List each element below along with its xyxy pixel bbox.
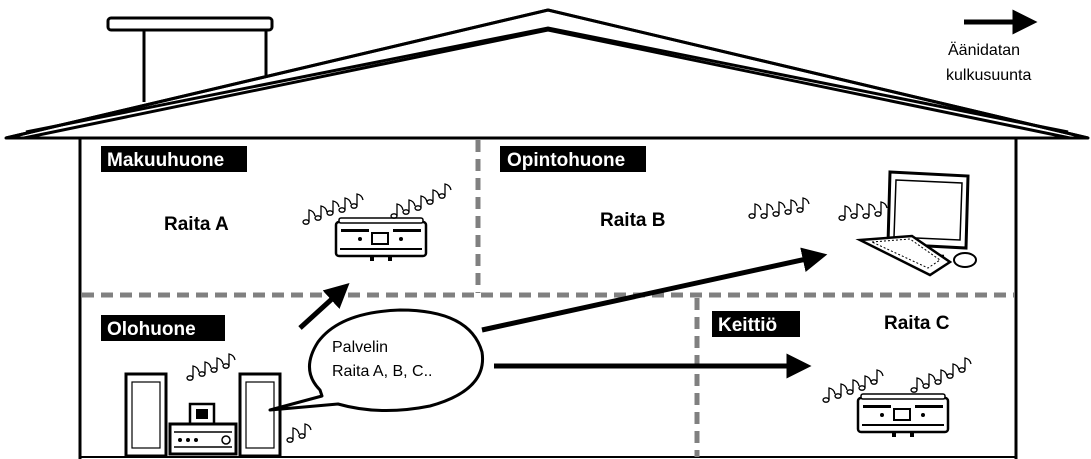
room-label-bedroom: Makuuhuone <box>101 146 247 172</box>
room-label-living-room: Olohuone <box>101 315 225 341</box>
desktop-computer-icon <box>855 170 977 277</box>
house-roof <box>4 8 1090 140</box>
server-bubble: Palvelin Raita A, B, C.. <box>268 308 485 412</box>
track-label-study: Raita B <box>600 210 665 231</box>
legend-line-2: kulkusuunta <box>946 67 1031 84</box>
music-notes-icon <box>748 197 888 221</box>
track-label-bedroom: Raita A <box>164 214 229 235</box>
legend-line-1: Äänidatan <box>948 41 1020 59</box>
legend: Äänidatan kulkusuunta <box>946 9 1038 84</box>
hifi-stereo-icon <box>124 372 282 458</box>
network-radio-icon <box>334 216 428 263</box>
room-label-living-room-text: Olohuone <box>107 319 196 340</box>
roof-antenna <box>106 16 274 102</box>
room-label-study-text: Opintohuone <box>507 150 625 171</box>
data-flow-arrows <box>298 247 828 379</box>
track-label-kitchen: Raita C <box>884 313 950 334</box>
room-label-bedroom-text: Makuuhuone <box>107 150 224 171</box>
network-radio-icon <box>856 392 950 439</box>
server-label: Palvelin <box>332 339 388 356</box>
room-label-kitchen-text: Keittiö <box>718 315 777 336</box>
house-walls <box>78 138 1018 459</box>
server-tracks-label: Raita A, B, C.. <box>332 363 432 380</box>
room-label-study: Opintohuone <box>500 146 646 172</box>
arrow-to-bedroom <box>298 282 350 330</box>
room-label-kitchen: Keittiö <box>712 311 800 337</box>
arrow-to-study <box>481 247 828 333</box>
room-dividers <box>82 140 1014 457</box>
